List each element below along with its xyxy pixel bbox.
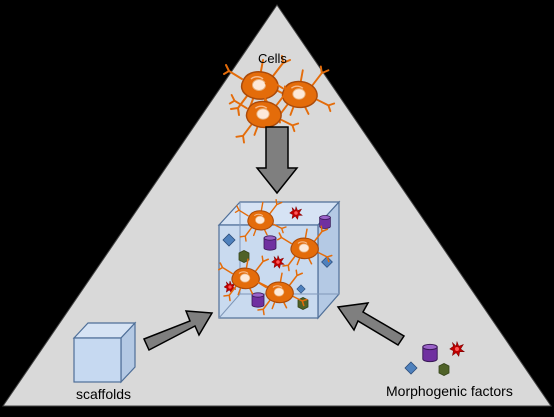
scaffold-cube-center	[217, 198, 341, 320]
scaffold-cube-icon	[72, 321, 137, 384]
arrow-icon	[336, 302, 406, 347]
morphogenic-factors-label: Morphogenic factors	[386, 383, 513, 399]
cylinder-factor-icon	[422, 343, 438, 363]
arrow-icon	[255, 126, 299, 195]
cells-label: Cells	[258, 51, 287, 66]
arrow-icon	[142, 310, 214, 352]
cylinder-factor-icon	[251, 292, 265, 308]
cylinder-factor-icon	[263, 235, 277, 251]
scaffolds-label: scaffolds	[76, 386, 131, 402]
hexagon-factor-icon	[438, 363, 450, 376]
